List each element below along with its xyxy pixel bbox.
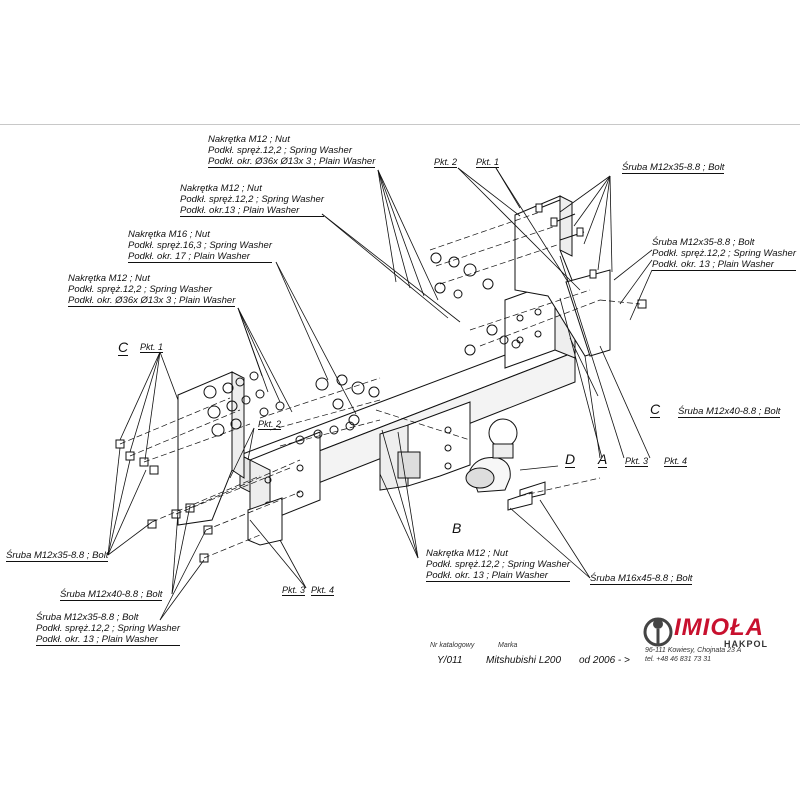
nut-callout-bottom: Nakrętka M12 ; Nut Podkł. spręż.12,2 ; S…: [426, 548, 570, 582]
letter-c-left: C: [118, 339, 129, 356]
company-name: IMIOŁA: [674, 614, 764, 641]
bolt-m12x35-callout-left: Śruba M12x35-8.8 ; Bolt: [6, 550, 109, 562]
point-1-label-left: Pkt. 1: [140, 342, 164, 353]
bolt-m12x40-callout-left: Śruba M12x40-8.8 ; Bolt: [60, 589, 163, 601]
point-4-label-right: Pkt. 4: [664, 456, 688, 467]
brand-value: Mitshubishi L200: [486, 655, 562, 666]
right-top-washers: [430, 252, 521, 356]
left-top-washers: [203, 371, 285, 437]
bolt-callout-top-right: Śruba M12x35-8.8 ; Bolt: [622, 162, 725, 174]
nut-callout-3: Nakrętka M16 ; Nut Podkł. spręż.16,3 ; S…: [128, 229, 272, 263]
letter-b: B: [452, 520, 462, 536]
letter-a: A: [598, 451, 608, 468]
left-side-plate: [177, 371, 245, 526]
company-phone: tel. +48 46 831 73 31: [645, 656, 711, 663]
year-value: od 2006 - >: [579, 655, 630, 666]
imiola-logo: [643, 617, 673, 647]
nut-callout-4: Nakrętka M12 ; Nut Podkł. spręż.12,2 ; S…: [68, 273, 236, 307]
nut-callout-1: Nakrętka M12 ; Nut Podkł. spręż.12,2 ; S…: [208, 134, 376, 168]
point-4-label-bottom: Pkt. 4: [311, 585, 335, 596]
point-3-label-right: Pkt. 3: [625, 456, 649, 467]
bolt-callout-group-left: Śruba M12x35-8.8 ; Bolt Podkł. spręż.12,…: [36, 612, 180, 646]
letter-c-right: C: [650, 401, 661, 418]
bolt-m16-callout: Śruba M16x45-8.8 ; Bolt: [590, 573, 693, 585]
point-2-label-top: Pkt. 2: [434, 157, 458, 168]
nut-callout-2: Nakrętka M12 ; Nut Podkł. spręż.12,2 ; S…: [180, 183, 324, 217]
point-2-label-left: Pkt. 2: [258, 419, 282, 430]
point-1-label-top: Pkt. 1: [476, 157, 500, 168]
assembly-dashed-lines: [119, 211, 641, 559]
center-washers: [295, 374, 380, 445]
bolt-callout-group-right: Śruba M12x35-8.8 ; Bolt Podkł. spręż.12,…: [652, 237, 796, 271]
company-address: 96-111 Kowiesy, Chojnata 23 A: [645, 647, 742, 654]
hitch-mount-plate: [379, 401, 471, 491]
top-border-line: [0, 124, 800, 125]
catalog-number-label: Nr katalogowy: [430, 642, 475, 649]
catalog-number-value: Y/011: [437, 655, 463, 666]
tow-ball: [465, 418, 518, 493]
right-side-plate: [514, 195, 611, 357]
m16-bolts: [507, 481, 546, 511]
callout-leader-lines: [107, 167, 653, 621]
letter-d: D: [565, 451, 576, 468]
point-3-label-bottom: Pkt. 3: [282, 585, 306, 596]
bolt-m12x40-callout-right: Śruba M12x40-8.8 ; Bolt: [678, 406, 781, 418]
brand-label: Marka: [498, 642, 518, 649]
company-subname: HAKPOL: [724, 639, 768, 649]
